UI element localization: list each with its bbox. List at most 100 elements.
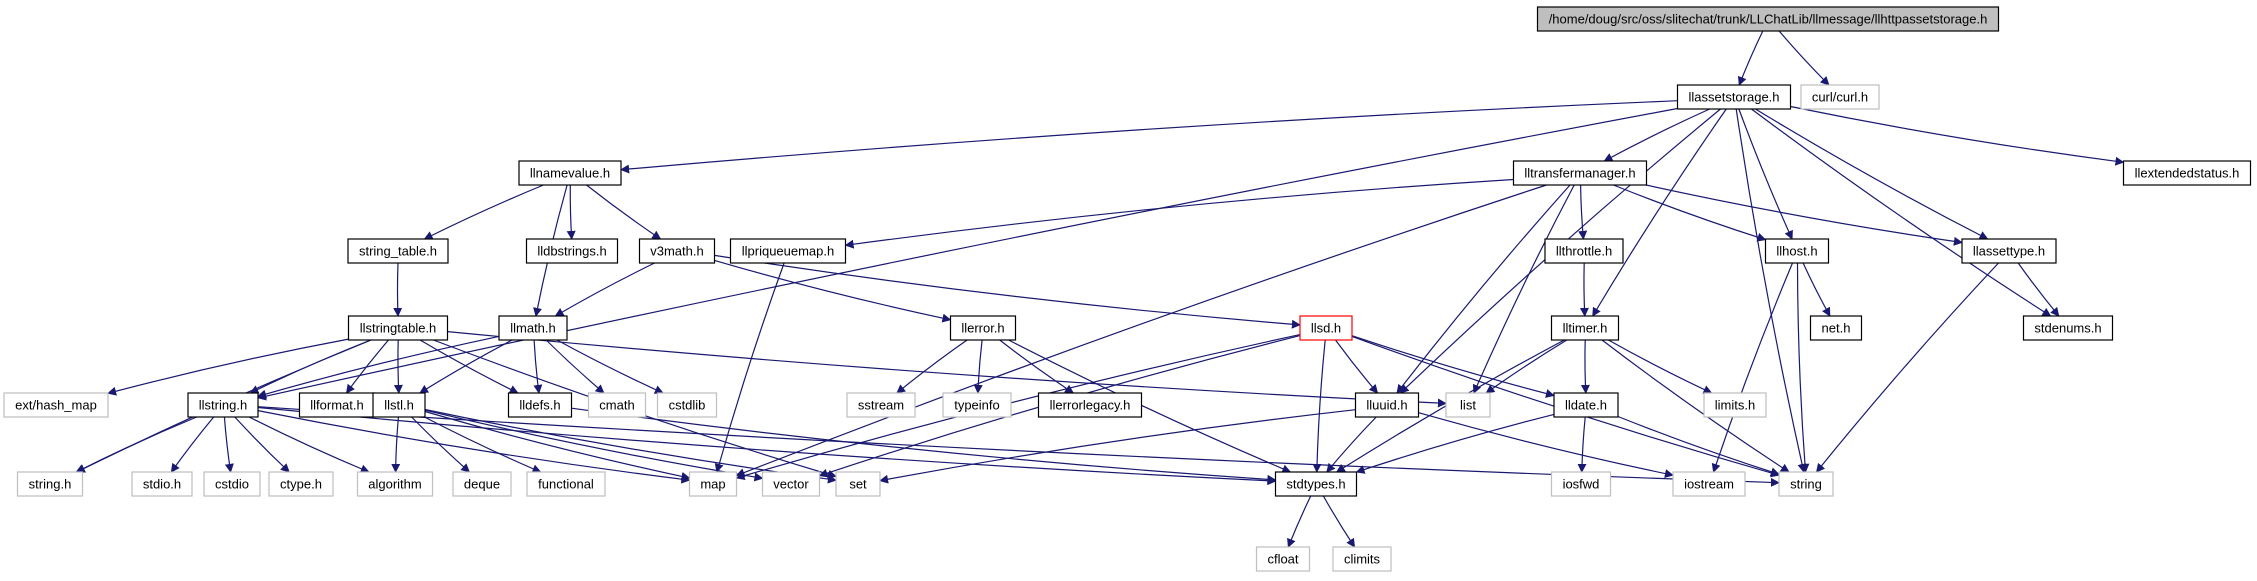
- node-lldefs[interactable]: lldefs.h: [507, 392, 573, 418]
- node-lltransfermanager[interactable]: lltransfermanager.h: [1512, 160, 1648, 186]
- node-string[interactable]: string: [1778, 471, 1834, 497]
- node-climits[interactable]: climits: [1332, 546, 1392, 572]
- node-llassettype[interactable]: llassettype.h: [1961, 238, 2057, 264]
- node-label: llpriqueuemap.h: [742, 244, 835, 259]
- node-label: ext/hash_map: [15, 398, 97, 413]
- edge-llnamevalue-to-v3math: [586, 184, 662, 240]
- node-label: /home/doug/src/oss/slitechat/trunk/LLCha…: [1549, 12, 1988, 27]
- node-box: [1703, 392, 1767, 418]
- node-llextendedstatus[interactable]: llextendedstatus.h: [2122, 160, 2252, 186]
- node-label: lldefs.h: [519, 398, 560, 413]
- node-cmath[interactable]: cmath: [587, 392, 647, 418]
- node-curl[interactable]: curl/curl.h: [1800, 84, 1880, 110]
- node-box: [942, 392, 1012, 418]
- node-box: [1536, 6, 2000, 32]
- node-box: [498, 315, 568, 341]
- node-llthrottle[interactable]: llthrottle.h: [1544, 238, 1624, 264]
- node-sstream[interactable]: sstream: [846, 392, 916, 418]
- node-label: iosfwd: [1563, 477, 1600, 492]
- node-llnamevalue[interactable]: llnamevalue.h: [518, 160, 622, 186]
- node-label: string: [1790, 477, 1822, 492]
- edge-llhost-to-iostream: [1711, 262, 1794, 473]
- node-box: [507, 392, 573, 418]
- edge-llstringtable-to-llstl: [393, 339, 403, 394]
- node-algorithm[interactable]: algorithm: [356, 471, 434, 497]
- node-typeinfo[interactable]: typeinfo: [942, 392, 1012, 418]
- edge-lltimer-to-list: [1485, 339, 1568, 394]
- node-llsd[interactable]: llsd.h: [1299, 315, 1353, 341]
- edge-llnamevalue-to-string-table: [423, 184, 544, 240]
- node-set[interactable]: set: [835, 471, 881, 497]
- node-label: climits: [1344, 552, 1381, 567]
- node-lluuid[interactable]: lluuid.h: [1354, 392, 1420, 418]
- node-box: [372, 392, 426, 418]
- edge-llstringtable-to-llformat: [345, 339, 389, 394]
- node-v3math[interactable]: v3math.h: [638, 238, 716, 264]
- node-net[interactable]: net.h: [1809, 315, 1863, 341]
- node-limits[interactable]: limits.h: [1703, 392, 1767, 418]
- edge-root-to-llassetstorage: [1737, 30, 1764, 86]
- node-box: [949, 315, 1017, 341]
- node-string-h[interactable]: string.h: [16, 471, 84, 497]
- node-functional[interactable]: functional: [526, 471, 606, 497]
- node-label: llthrottle.h: [1556, 244, 1612, 259]
- node-llmath[interactable]: llmath.h: [498, 315, 568, 341]
- node-label: sstream: [858, 398, 904, 413]
- edge-llassetstorage-to-lltransfermanager: [1603, 108, 1710, 162]
- node-llstring[interactable]: llstring.h: [187, 392, 259, 418]
- node-root[interactable]: /home/doug/src/oss/slitechat/trunk/LLCha…: [1536, 6, 2000, 32]
- node-stdenums[interactable]: stdenums.h: [2022, 315, 2114, 341]
- node-iostream[interactable]: iostream: [1672, 471, 1746, 497]
- edge-llmath-to-lldefs: [533, 339, 543, 394]
- node-llerrorlegacy[interactable]: llerrorlegacy.h: [1037, 392, 1143, 418]
- node-label: llassetstorage.h: [1688, 90, 1779, 105]
- node-map[interactable]: map: [688, 471, 738, 497]
- node-box: [1764, 238, 1830, 264]
- node-llstl[interactable]: llstl.h: [372, 392, 426, 418]
- node-label: lldate.h: [1565, 398, 1607, 413]
- edge-llmath-to-llstl: [419, 339, 513, 394]
- node-cfloat[interactable]: cfloat: [1255, 546, 1311, 572]
- node-lltimer[interactable]: lltimer.h: [1550, 315, 1620, 341]
- node-box: [356, 471, 434, 497]
- node-box: [1332, 546, 1392, 572]
- node-stdtypes[interactable]: stdtypes.h: [1274, 471, 1358, 497]
- edge-llerror-to-sstream: [896, 339, 968, 394]
- node-cstdlib[interactable]: cstdlib: [656, 392, 718, 418]
- node-string-table[interactable]: string_table.h: [347, 238, 449, 264]
- edge-lldate-to-iosfwd: [1577, 416, 1587, 473]
- node-llstringtable[interactable]: llstringtable.h: [347, 315, 449, 341]
- node-llassetstorage[interactable]: llassetstorage.h: [1676, 84, 1792, 110]
- edge-llstring-to-ctype-h: [234, 416, 290, 473]
- edge-llstl-to-set: [424, 408, 837, 484]
- node-cstdio[interactable]: cstdio: [203, 471, 261, 497]
- edge-lluuid-to-stdtypes: [1326, 416, 1377, 473]
- node-list[interactable]: list: [1445, 392, 1491, 418]
- edge-lltransfermanager-to-llhost: [1613, 184, 1767, 242]
- node-llhost[interactable]: llhost.h: [1764, 238, 1830, 264]
- node-ctype-h[interactable]: ctype.h: [268, 471, 334, 497]
- node-llerror[interactable]: llerror.h: [949, 315, 1017, 341]
- node-llpriqueuemap[interactable]: llpriqueuemap.h: [729, 238, 847, 264]
- node-box: [835, 471, 881, 497]
- node-lldbstrings[interactable]: lldbstrings.h: [525, 238, 619, 264]
- edge-llmath-to-cmath: [545, 339, 605, 394]
- node-label: lltimer.h: [1563, 321, 1608, 336]
- node-label: curl/curl.h: [1812, 90, 1868, 105]
- node-hash-map[interactable]: ext/hash_map: [3, 392, 109, 418]
- node-vector[interactable]: vector: [761, 471, 821, 497]
- node-box: [1550, 471, 1612, 497]
- node-label: llassettype.h: [1973, 244, 2045, 259]
- edge-lltimer-to-limits: [1608, 339, 1713, 394]
- node-box: [526, 471, 606, 497]
- node-lldate[interactable]: lldate.h: [1553, 392, 1619, 418]
- node-box: [1809, 315, 1863, 341]
- node-label: v3math.h: [650, 244, 703, 259]
- node-llformat[interactable]: llformat.h: [298, 392, 376, 418]
- node-box: [1299, 315, 1353, 341]
- node-stdio-h[interactable]: stdio.h: [131, 471, 193, 497]
- edge-llassetstorage-to-llhost: [1738, 108, 1793, 240]
- node-deque[interactable]: deque: [452, 471, 512, 497]
- node-iosfwd[interactable]: iosfwd: [1550, 471, 1612, 497]
